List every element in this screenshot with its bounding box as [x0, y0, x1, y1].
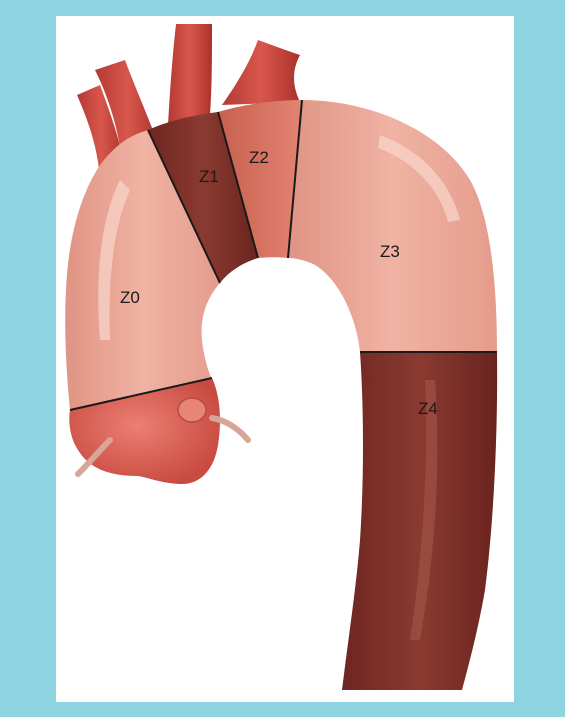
zone-label-z0: Z0: [120, 288, 140, 307]
zone-label-z2: Z2: [249, 148, 269, 167]
left-carotid-branch: [168, 24, 212, 125]
left-subclavian-branch: [222, 40, 300, 105]
zone-label-z3: Z3: [380, 242, 400, 261]
zone-z3-region: [288, 100, 497, 352]
coronary-ostium: [178, 398, 206, 422]
zone-label-z4: Z4: [418, 399, 438, 418]
zone-label-z1: Z1: [199, 167, 219, 186]
